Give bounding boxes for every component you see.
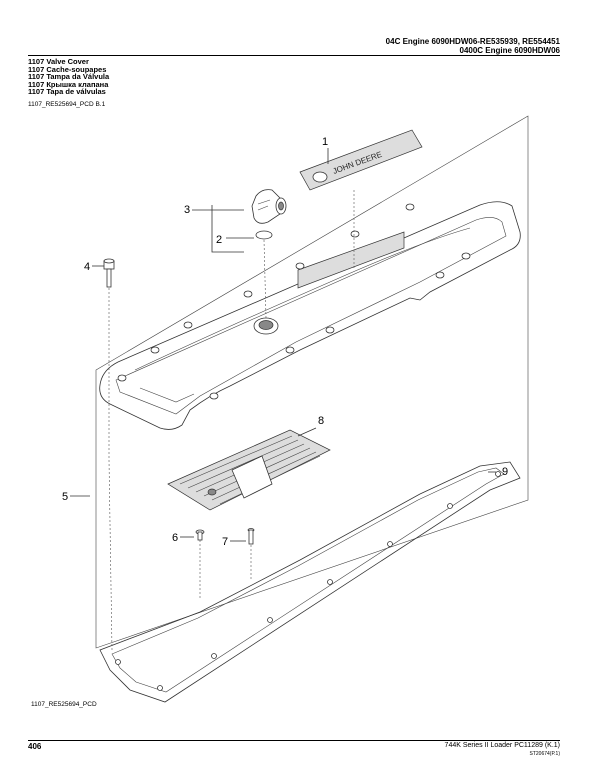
valve-cover-gasket bbox=[99, 461, 521, 703]
callout-2: 2 bbox=[216, 234, 222, 246]
callout-9: 9 bbox=[502, 466, 508, 478]
section-titles: 1107 Valve Cover 1107 Cache-soupapes 110… bbox=[28, 58, 109, 96]
breather-elbow bbox=[251, 189, 287, 224]
figure-reference: 1107_RE525694_PCD B.1 bbox=[28, 101, 106, 108]
screw-6 bbox=[195, 529, 205, 541]
footer-code: ST20674(P.1) bbox=[529, 751, 560, 757]
cap-screw bbox=[103, 258, 115, 288]
callout-6: 6 bbox=[172, 532, 178, 544]
header-model-line-1: 04C Engine 6090HDW06-RE535939, RE554451 bbox=[385, 37, 560, 46]
callout-1: 1 bbox=[322, 136, 328, 148]
o-ring bbox=[255, 230, 273, 240]
oil-baffle bbox=[167, 429, 331, 511]
header-divider bbox=[28, 55, 560, 56]
title-russian: 1107 Крышка клапана bbox=[28, 79, 109, 89]
title-spanish: 1107 Tapa de válvulas bbox=[28, 87, 106, 97]
title-english: 1107 Valve Cover bbox=[28, 57, 89, 66]
callout-7: 7 bbox=[222, 536, 228, 548]
header-model-line-2: 0400C Engine 6090HDW06 bbox=[459, 46, 561, 55]
callout-4: 4 bbox=[84, 261, 90, 273]
valve-cover bbox=[99, 201, 521, 430]
callout-8: 8 bbox=[318, 415, 324, 427]
footer-divider bbox=[28, 740, 560, 741]
title-portuguese: 1107 Tampa da Válvula bbox=[28, 72, 110, 82]
title-french: 1107 Cache-soupapes bbox=[28, 64, 107, 74]
screw-7 bbox=[247, 528, 255, 545]
publication-info: 744K Series II Loader PC11289 (K.1) bbox=[444, 742, 560, 749]
page-number: 406 bbox=[28, 742, 42, 751]
figure-code: 1107_RE525694_PCD bbox=[31, 701, 97, 708]
callout-5: 5 bbox=[62, 491, 68, 503]
decal-john-deere: JOHN DEERE bbox=[299, 129, 423, 191]
assembly-boundary bbox=[95, 115, 529, 649]
callout-3: 3 bbox=[184, 204, 190, 216]
